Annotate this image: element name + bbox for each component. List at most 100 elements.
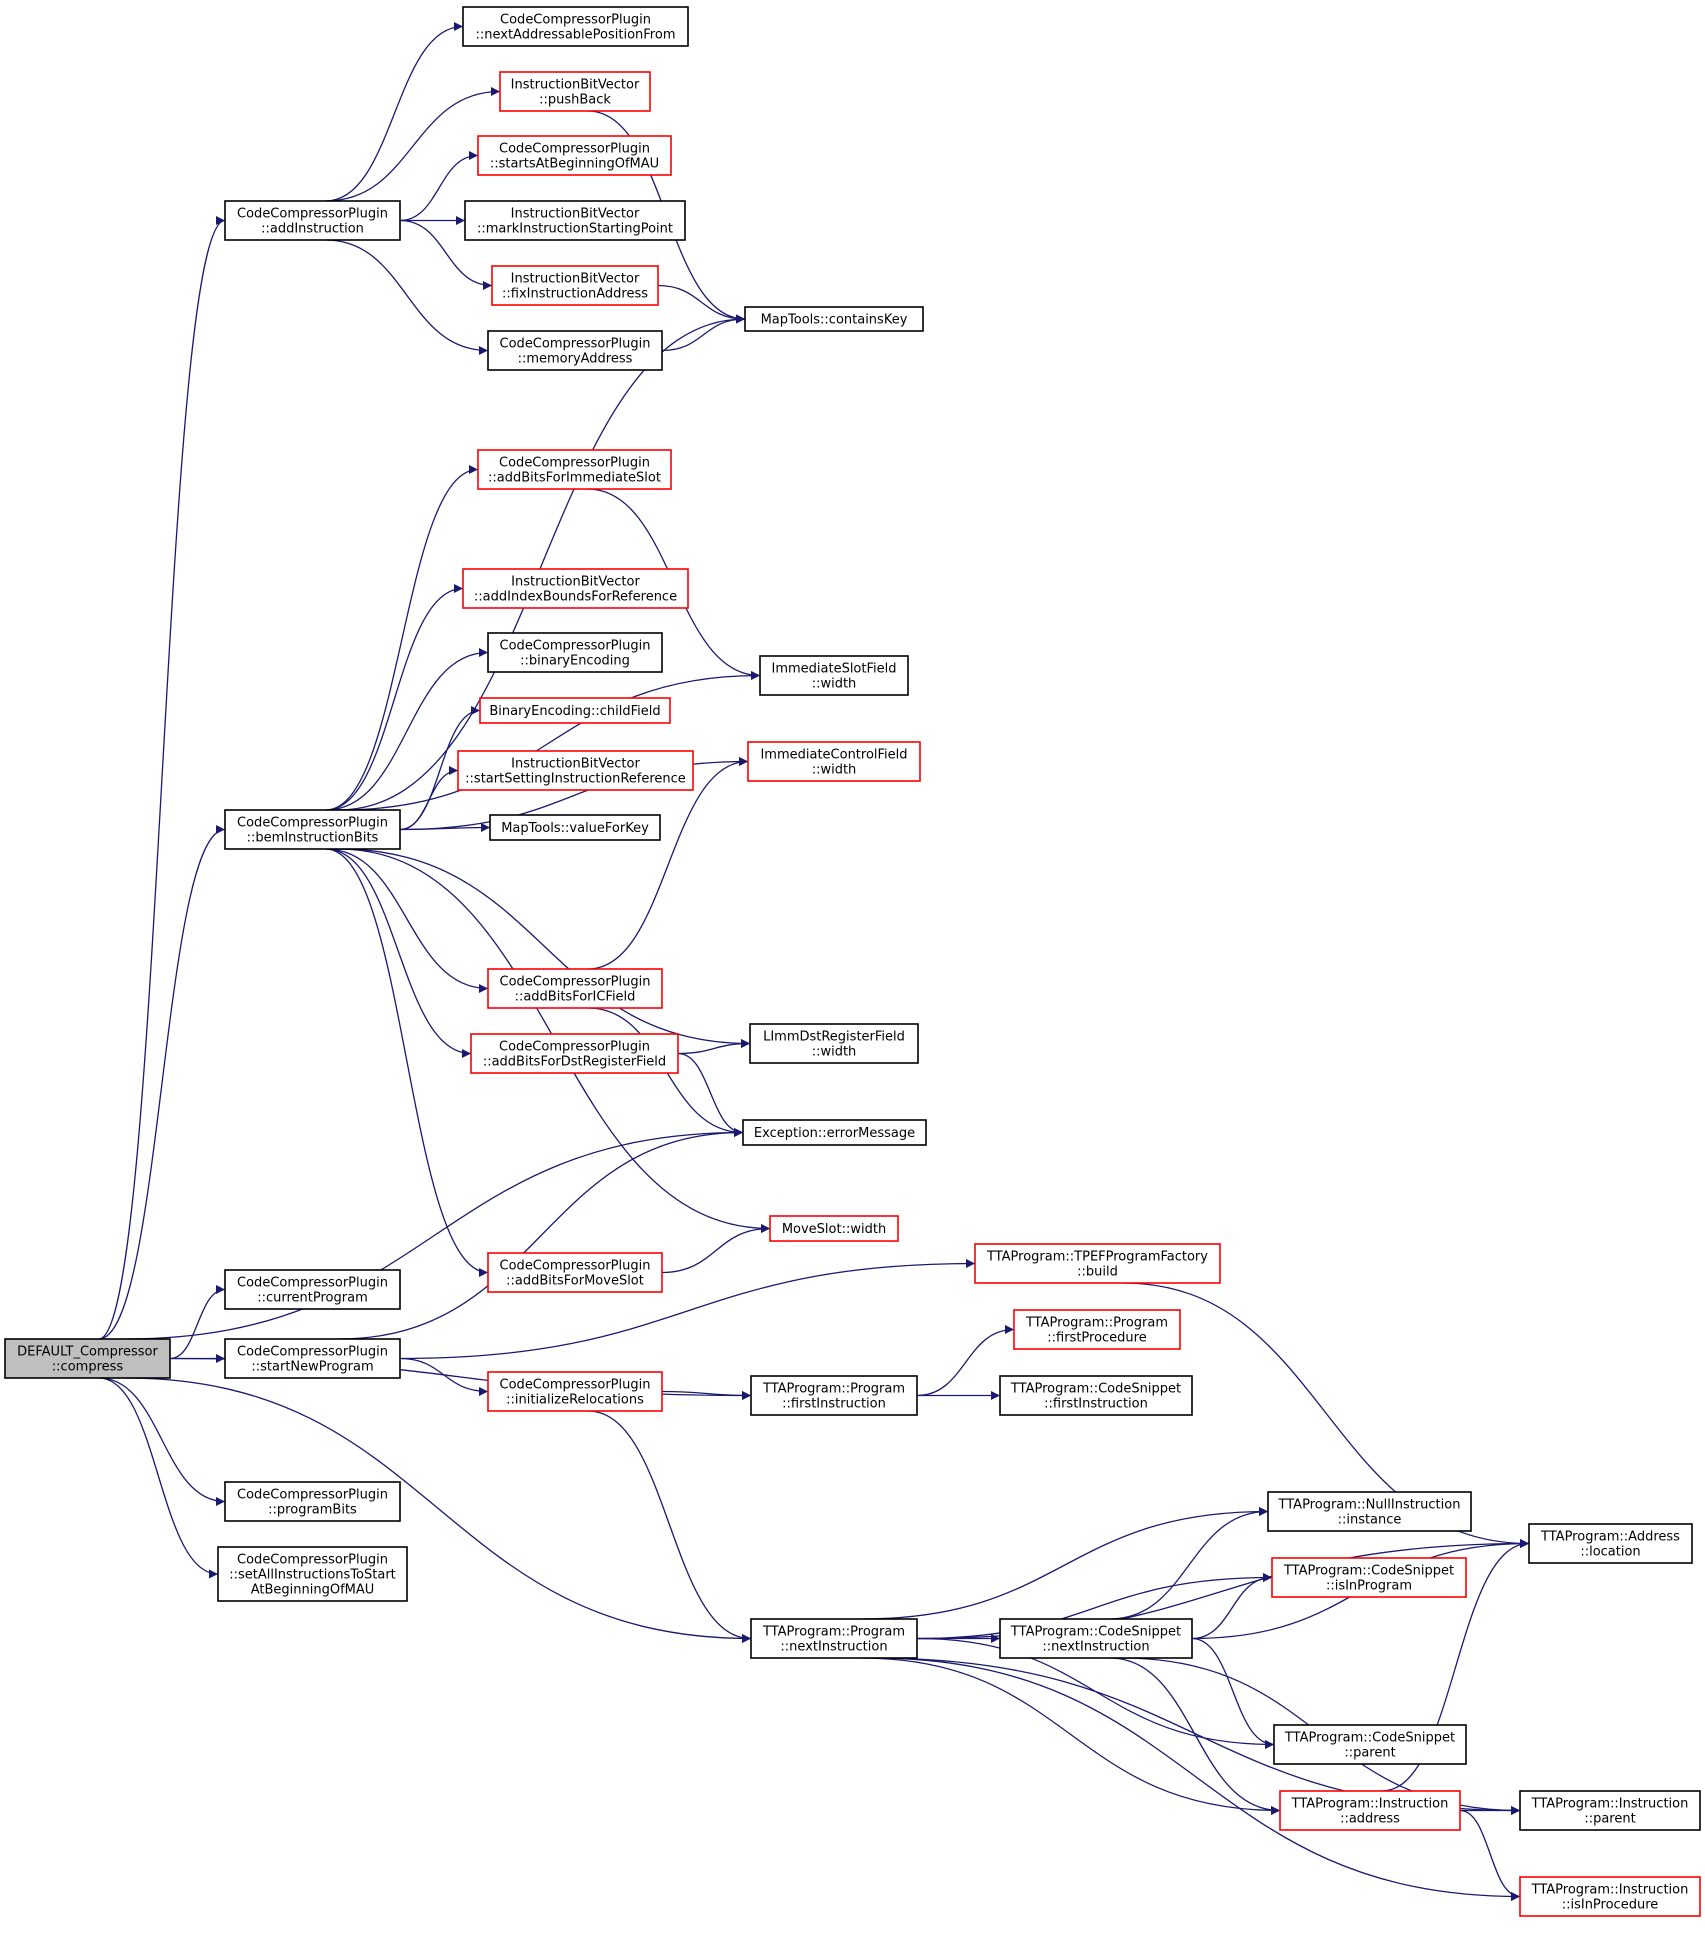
node-label-line: ::parent [1344,1746,1395,1761]
node-addBitsMove[interactable]: CodeCompressorPlugin::addBitsForMoveSlot [487,1252,663,1293]
node-label-line: ::initializeRelocations [506,1393,644,1408]
edge-addInstruction-to-pushBack [325,87,501,202]
node-box [491,265,659,306]
node-label-line: MapTools::containsKey [761,313,908,328]
node-box [224,1338,401,1379]
edge-compress-to-programBits [98,1377,226,1506]
node-programBits[interactable]: CodeCompressorPlugin::programBits [224,1481,401,1522]
node-valueForKey[interactable]: MapTools::valueForKey [489,814,661,841]
edge-fixInstruction-to-containsKey [657,284,746,324]
node-label-line: ::binaryEncoding [520,654,630,669]
node-isInProgram[interactable]: TTAProgram::CodeSnippet::isInProgram [1271,1557,1467,1598]
node-binaryEncoding[interactable]: CodeCompressorPlugin::binaryEncoding [487,632,663,673]
node-instrAddress[interactable]: TTAProgram::Instruction::address [1279,1790,1461,1831]
node-box [1271,1557,1467,1598]
node-nullInstance[interactable]: TTAProgram::NullInstruction::instance [1267,1491,1472,1532]
node-addrLocation[interactable]: TTAProgram::Address::location [1528,1523,1693,1564]
node-box [457,750,694,791]
node-pushBack[interactable]: InstructionBitVector::pushBack [499,71,651,112]
node-label-line: CodeCompressorPlugin [237,1488,388,1503]
node-immCtrlWidth[interactable]: ImmediateControlField::width [747,741,921,782]
edge-bemInstructionBits-to-valueForKey [399,823,491,833]
node-label-line: InstructionBitVector [511,207,640,222]
node-label-line: TTAProgram::Program [762,1382,905,1397]
node-snipFirstInstr[interactable]: TTAProgram::CodeSnippet::firstInstructio… [999,1375,1193,1416]
node-label-line: ImmediateSlotField [771,662,896,677]
node-bemInstructionBits[interactable]: CodeCompressorPlugin::bemInstructionBits [224,809,401,850]
node-label-line: TTAProgram::Instruction [1531,1797,1689,1812]
node-fixInstruction[interactable]: InstructionBitVector::fixInstructionAddr… [491,265,659,306]
node-label-line: CodeCompressorPlugin [500,1378,651,1393]
node-setAllInstr[interactable]: CodeCompressorPlugin::setAllInstructions… [217,1546,408,1602]
node-box [462,6,689,47]
edge-bemInstructionBits-to-addBitsDst [325,848,472,1058]
node-box [1519,1876,1701,1917]
node-errorMessage[interactable]: Exception::errorMessage [742,1119,927,1146]
node-childField[interactable]: BinaryEncoding::childField [479,697,671,724]
node-addIndexBounds[interactable]: InstructionBitVector::addIndexBoundsForR… [462,568,689,609]
node-snipParent[interactable]: TTAProgram::CodeSnippet::parent [1273,1724,1467,1765]
node-nextAddressable[interactable]: CodeCompressorPlugin::nextAddressablePos… [462,6,689,47]
node-label-line: ::addBitsForDstRegisterField [483,1055,666,1070]
node-label-line: ::firstInstruction [782,1397,886,1412]
node-box [217,1546,408,1602]
node-box [1267,1491,1472,1532]
node-box [224,200,401,241]
node-initRelocations[interactable]: CodeCompressorPlugin::initializeRelocati… [487,1371,663,1412]
node-label-line: TTAProgram::Program [1025,1316,1168,1331]
node-containsKey[interactable]: MapTools::containsKey [744,306,924,332]
node-label-line: CodeCompressorPlugin [499,142,650,157]
node-addBitsIC[interactable]: CodeCompressorPlugin::addBitsForICField [487,968,663,1009]
edge-bemInstructionBits-to-containsKey [338,314,746,811]
edge-bemInstructionBits-to-addIndexBounds [325,584,464,811]
node-box [224,1481,401,1522]
edge-initRelocations-to-progFirstInstr [661,1390,752,1400]
edge-memoryAddress-to-containsKey [661,314,746,352]
node-label-line: MapTools::valueForKey [501,821,649,836]
node-compress[interactable]: DEFAULT_Compressor::compress [4,1338,171,1379]
edge-bemInstructionBits-to-limmWidth [338,848,751,1048]
node-label-line: BinaryEncoding::childField [489,704,660,719]
node-firstProcedure[interactable]: TTAProgram::Program::firstProcedure [1013,1309,1181,1350]
node-box [742,1119,927,1146]
node-startSetting[interactable]: InstructionBitVector::startSettingInstru… [457,750,694,791]
node-label-line: CodeCompressorPlugin [237,207,388,222]
edge-initRelocations-to-progNextInstr [587,1410,752,1643]
node-currentProgram[interactable]: CodeCompressorPlugin::currentProgram [224,1269,401,1310]
edge-bemInstructionBits-to-addBitsImmSlot [325,465,479,811]
node-label-line: ::startSettingInstructionReference [465,772,686,787]
node-instrParent[interactable]: TTAProgram::Instruction::parent [1519,1790,1701,1831]
node-box [479,697,671,724]
node-addBitsDst[interactable]: CodeCompressorPlugin::addBitsForDstRegis… [470,1033,679,1074]
node-label-line: ::bemInstructionBits [247,831,379,846]
node-limmWidth[interactable]: LImmDstRegisterField::width [749,1023,919,1064]
node-progFirstInstr[interactable]: TTAProgram::Program::firstInstruction [750,1375,918,1416]
node-box [750,1618,918,1659]
node-progNextInstr[interactable]: TTAProgram::Program::nextInstruction [750,1618,918,1659]
node-addInstruction[interactable]: CodeCompressorPlugin::addInstruction [224,200,401,241]
node-box [769,1215,899,1242]
node-label-line: CodeCompressorPlugin [499,456,650,471]
node-immSlotWidth[interactable]: ImmediateSlotField::width [759,655,909,696]
node-label-line: CodeCompressorPlugin [237,816,388,831]
node-moveSlotWidth[interactable]: MoveSlot::width [769,1215,899,1242]
node-box [487,968,663,1009]
node-label-line: ::build [1077,1265,1118,1280]
node-box [224,1269,401,1310]
node-label-line: ::setAllInstructionsToStart [229,1568,396,1583]
node-box [1519,1790,1701,1831]
node-isInProcedure[interactable]: TTAProgram::Instruction::isInProcedure [1519,1876,1701,1917]
node-startsAtBeginning[interactable]: CodeCompressorPlugin::startsAtBeginningO… [477,135,672,176]
node-box [499,71,651,112]
node-label-line: CodeCompressorPlugin [237,1276,388,1291]
node-memoryAddress[interactable]: CodeCompressorPlugin::memoryAddress [487,330,663,371]
node-label-line: ::startsAtBeginningOfMAU [490,157,659,172]
node-addBitsImmSlot[interactable]: CodeCompressorPlugin::addBitsForImmediat… [477,449,672,490]
node-label-line: InstructionBitVector [511,757,640,772]
node-startNewProgram[interactable]: CodeCompressorPlugin::startNewProgram [224,1338,401,1379]
node-label-line: TTAProgram::TPEFProgramFactory [986,1250,1208,1265]
node-markInstruction[interactable]: InstructionBitVector::markInstructionSta… [464,200,686,241]
node-snipNextInstr[interactable]: TTAProgram::CodeSnippet::nextInstruction [999,1618,1193,1659]
node-tpefBuild[interactable]: TTAProgram::TPEFProgramFactory::build [974,1243,1221,1284]
node-box [759,655,909,696]
